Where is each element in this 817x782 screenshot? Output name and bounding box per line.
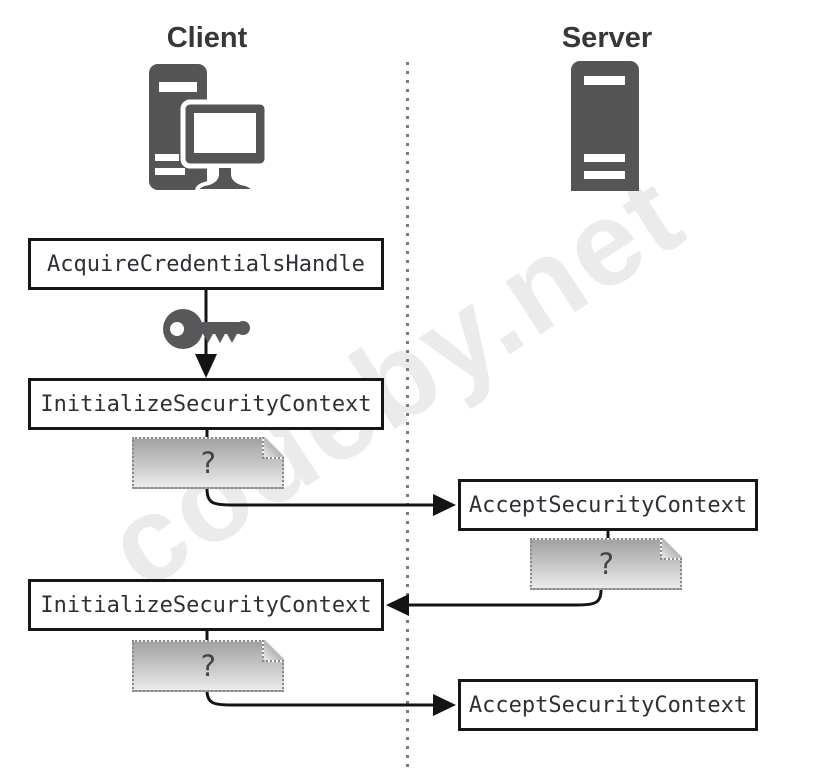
token-box-2: ? [530, 538, 682, 590]
token-2-dogear-icon [660, 538, 682, 560]
token-1-dogear-icon [262, 437, 284, 459]
arrowhead-right-1 [433, 494, 456, 516]
arrow-token2-to-init2 [404, 589, 603, 607]
arrowhead-right-2 [433, 694, 456, 716]
node-acquire-credentials-handle: AcquireCredentialsHandle [28, 238, 384, 290]
token-1-label: ? [199, 446, 217, 480]
arrow-token3-to-accept2 [205, 689, 438, 707]
node-initialize-security-context-1: InitializeSecurityContext [28, 378, 384, 430]
token-box-1: ? [132, 437, 284, 489]
client-computer-icon [145, 62, 270, 202]
server-column-title: Server [561, 22, 653, 54]
client-server-divider [406, 62, 409, 770]
arrowhead-left [386, 594, 409, 616]
node-accept-security-context-1: AcceptSecurityContext [458, 479, 758, 531]
client-column-title: Client [166, 22, 248, 54]
node-accept-security-context-2: AcceptSecurityContext [458, 679, 758, 731]
token-3-dogear-icon [262, 640, 284, 662]
key-icon [162, 303, 254, 360]
token-2-label: ? [597, 547, 615, 581]
token-3-label: ? [199, 649, 217, 683]
arrowhead-down [195, 354, 217, 378]
token-box-3: ? [132, 640, 284, 692]
arrow-token1-to-accept1 [205, 488, 438, 507]
server-tower-icon [570, 60, 640, 197]
node-initialize-security-context-2: InitializeSecurityContext [28, 579, 384, 631]
